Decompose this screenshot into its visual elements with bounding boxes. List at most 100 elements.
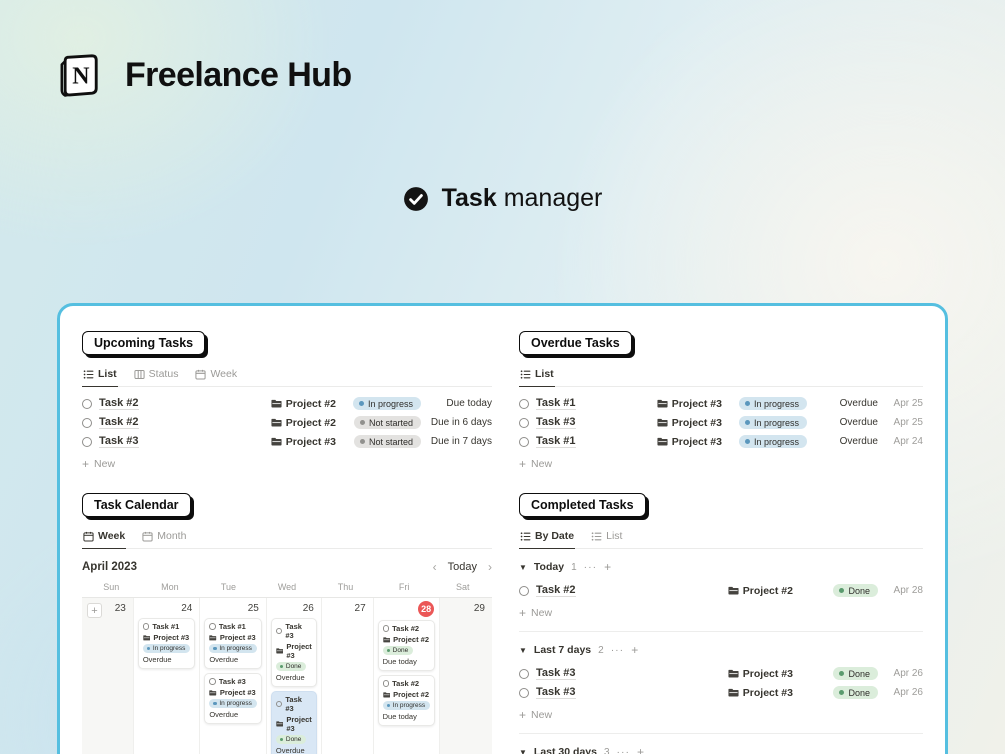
due-text: Due in 7 days — [430, 436, 492, 447]
tab-week[interactable]: Week — [82, 530, 127, 549]
new-item-button[interactable]: +New — [82, 458, 492, 470]
task-title[interactable]: Task #1 — [536, 434, 576, 449]
task-title[interactable]: Task #1 — [536, 396, 576, 411]
event-status-line: In progress — [209, 644, 257, 653]
status-label: Done — [848, 668, 870, 679]
new-item-button[interactable]: +New — [519, 607, 923, 619]
day-number: 26 — [302, 603, 314, 614]
project-link[interactable]: Project #3 — [657, 417, 722, 429]
task-title[interactable]: Task #2 — [99, 396, 139, 411]
notion-logo: N — [60, 54, 98, 97]
collapse-toggle-icon[interactable]: ▼ — [519, 645, 527, 655]
event-task-title: Task #3 — [285, 622, 302, 640]
task-title[interactable]: Task #3 — [536, 685, 576, 700]
task-title[interactable]: Task #3 — [536, 666, 576, 681]
project-link[interactable]: Project #3 — [728, 687, 793, 699]
due-text: Overdue — [839, 398, 878, 409]
status-badge: In progress — [738, 416, 807, 429]
tab-list[interactable]: List — [82, 368, 118, 387]
task-title[interactable]: Task #2 — [536, 583, 576, 598]
status-cell: Not started — [343, 416, 421, 429]
new-item-button[interactable]: +New — [519, 458, 923, 470]
task-calendar-button[interactable]: Task Calendar — [82, 493, 191, 517]
collapse-toggle-icon[interactable]: ▼ — [519, 747, 527, 754]
add-event-button[interactable]: + — [87, 603, 102, 618]
status-badge: In progress — [738, 435, 807, 448]
plus-icon: + — [519, 708, 527, 722]
completed-tasks-button[interactable]: Completed Tasks — [519, 493, 646, 517]
task-title[interactable]: Task #2 — [99, 415, 139, 430]
task-checkbox[interactable] — [519, 398, 529, 409]
new-item-button[interactable]: +New — [519, 709, 923, 721]
group-label: Last 30 days — [533, 746, 597, 754]
overdue-rows: Task #1 Project #3 In progress Overdue Apr 2… — [519, 394, 923, 451]
tab-status[interactable]: Status — [133, 368, 180, 386]
task-checkbox[interactable] — [82, 398, 92, 409]
board-icon — [134, 369, 145, 380]
tab-by-date[interactable]: By Date — [519, 530, 576, 549]
group-add-icon[interactable]: + — [631, 643, 639, 657]
task-checkbox[interactable] — [519, 687, 529, 698]
event-project-line: Project #3 — [209, 688, 257, 697]
collapse-toggle-icon[interactable]: ▼ — [519, 562, 527, 572]
calendar-today-button[interactable]: Today — [447, 561, 477, 573]
tab-list[interactable]: List — [590, 530, 623, 548]
date-text: Apr 25 — [893, 398, 923, 409]
task-checkbox — [209, 623, 216, 630]
day-number: 23 — [114, 603, 126, 614]
event-project-label: Project #2 — [393, 635, 429, 644]
calendar-next-icon[interactable]: › — [488, 560, 492, 574]
project-link[interactable]: Project #2 — [728, 585, 793, 597]
list-icon — [520, 531, 531, 542]
group-more-icon[interactable]: ··· — [583, 561, 598, 573]
status-cell: In progress — [343, 397, 421, 410]
project-link[interactable]: Project #2 — [271, 398, 336, 410]
task-checkbox — [382, 680, 390, 687]
status-label: Done — [285, 736, 302, 743]
task-checkbox[interactable] — [519, 585, 529, 596]
task-checkbox[interactable] — [519, 436, 529, 447]
event-status-line: In progress — [209, 699, 257, 708]
feature-heading: Task manager — [0, 184, 1005, 213]
task-checkbox[interactable] — [519, 668, 529, 679]
event-status-line: In progress — [382, 701, 431, 710]
group-add-icon[interactable]: + — [637, 745, 645, 754]
project-link[interactable]: Project #3 — [657, 398, 722, 410]
project-link[interactable]: Project #2 — [271, 417, 336, 429]
group-add-icon[interactable]: + — [604, 560, 612, 574]
calendar-prev-icon[interactable]: ‹ — [432, 560, 437, 574]
task-checkbox[interactable] — [82, 436, 92, 447]
task-checkbox[interactable] — [519, 417, 529, 428]
event-due-note: Due today — [382, 712, 417, 721]
overdue-tasks-button[interactable]: Overdue Tasks — [519, 331, 632, 355]
status-badge: In progress — [209, 699, 257, 708]
project-link[interactable]: Project #3 — [728, 668, 793, 680]
task-checkbox[interactable] — [82, 417, 92, 428]
tab-month[interactable]: Month — [141, 530, 187, 548]
project-link[interactable]: Project #3 — [271, 436, 336, 448]
status-label: In progress — [219, 645, 252, 652]
group-more-icon[interactable]: ··· — [616, 746, 631, 754]
tab-list[interactable]: List — [519, 368, 555, 387]
task-title[interactable]: Task #3 — [536, 415, 576, 430]
status-badge: Done — [275, 735, 307, 744]
task-title[interactable]: Task #3 — [99, 434, 139, 449]
upcoming-tasks-button[interactable]: Upcoming Tasks — [82, 331, 206, 355]
event-task-title: Task #3 — [285, 695, 302, 713]
day-number: 27 — [354, 603, 366, 614]
project-link[interactable]: Project #3 — [657, 436, 722, 448]
group-more-icon[interactable]: ··· — [610, 644, 625, 656]
tab-week[interactable]: Week — [194, 368, 238, 386]
status-label: Done — [285, 663, 302, 670]
